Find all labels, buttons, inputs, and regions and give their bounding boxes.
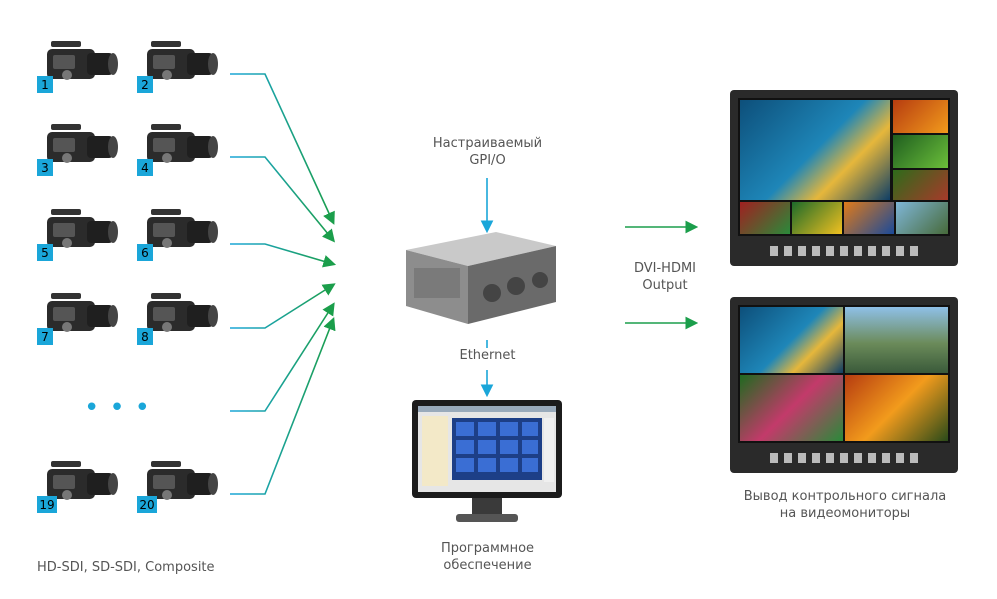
camera-3: 3 <box>37 118 119 178</box>
video-tile <box>893 135 948 168</box>
camera-number-badge: 7 <box>37 328 53 345</box>
monitor-screen <box>738 305 950 443</box>
camera-19: 19 <box>37 455 119 515</box>
camera-6: 6 <box>137 203 219 263</box>
camera-8: 8 <box>137 287 219 347</box>
camera-5: 5 <box>37 203 119 263</box>
video-tile <box>792 202 842 234</box>
gpio-caption: Настраиваемый GPI/O <box>410 135 565 169</box>
gpio-caption-line1: Настраиваемый <box>432 136 543 151</box>
video-monitor-2 <box>730 297 958 473</box>
camera-7: 7 <box>37 287 119 347</box>
video-tile <box>740 100 890 200</box>
monitor-control-buttons <box>770 453 920 463</box>
monitor-caption: Вывод контрольного сигнала на видеомонит… <box>735 488 955 522</box>
video-camera-icon <box>147 41 218 80</box>
multiviewer-device <box>406 232 556 324</box>
software-caption-line1: Программное <box>440 541 535 556</box>
video-camera-icon <box>47 461 118 500</box>
video-camera-icon <box>147 124 218 163</box>
monitor-caption-line1: Вывод контрольного сигнала <box>743 489 947 504</box>
video-tile <box>740 375 843 441</box>
camera-number-badge: 5 <box>37 244 53 261</box>
camera-number-badge: 2 <box>137 76 153 93</box>
video-camera-icon <box>47 293 118 332</box>
camera-number-badge: 20 <box>137 496 157 513</box>
video-tile <box>893 100 948 133</box>
pc-monitor <box>412 400 562 522</box>
gpio-caption-line2: GPI/O <box>469 153 506 168</box>
camera-number-badge: 19 <box>37 496 57 513</box>
software-caption: Программное обеспечение <box>405 540 570 574</box>
video-tile <box>845 375 948 441</box>
video-camera-icon <box>47 124 118 163</box>
camera-2: 2 <box>137 35 219 95</box>
software-caption-line2: обеспечение <box>443 558 532 573</box>
camera-4: 4 <box>137 118 219 178</box>
camera-number-badge: 4 <box>137 159 153 176</box>
ethernet-caption: Ethernet <box>459 348 516 363</box>
video-tile <box>893 170 948 200</box>
video-tile <box>740 307 843 373</box>
camera-number-badge: 6 <box>137 244 153 261</box>
output-caption-line1: DVI-HDMI <box>633 261 697 276</box>
video-camera-icon <box>147 293 218 332</box>
video-tile <box>896 202 948 234</box>
camera-20: 20 <box>137 455 219 515</box>
ellipsis-dots: ••• <box>84 393 161 423</box>
output-caption: DVI-HDMI Output <box>610 260 720 294</box>
camera-number-badge: 8 <box>137 328 153 345</box>
video-camera-icon <box>47 41 118 80</box>
video-monitor-1 <box>730 90 958 266</box>
camera-1: 1 <box>37 35 119 95</box>
monitor-screen <box>738 98 950 236</box>
video-tile <box>740 202 790 234</box>
monitor-control-buttons <box>770 246 920 256</box>
camera-number-badge: 3 <box>37 159 53 176</box>
video-tile <box>845 307 948 373</box>
video-camera-icon <box>47 209 118 248</box>
video-camera-icon <box>147 209 218 248</box>
monitor-caption-line2: на видеомониторы <box>779 506 911 521</box>
camera-number-badge: 1 <box>37 76 53 93</box>
video-tile <box>844 202 894 234</box>
output-caption-line2: Output <box>642 278 688 293</box>
inputs-caption: HD-SDI, SD-SDI, Composite <box>37 560 215 575</box>
video-camera-icon <box>147 461 218 500</box>
